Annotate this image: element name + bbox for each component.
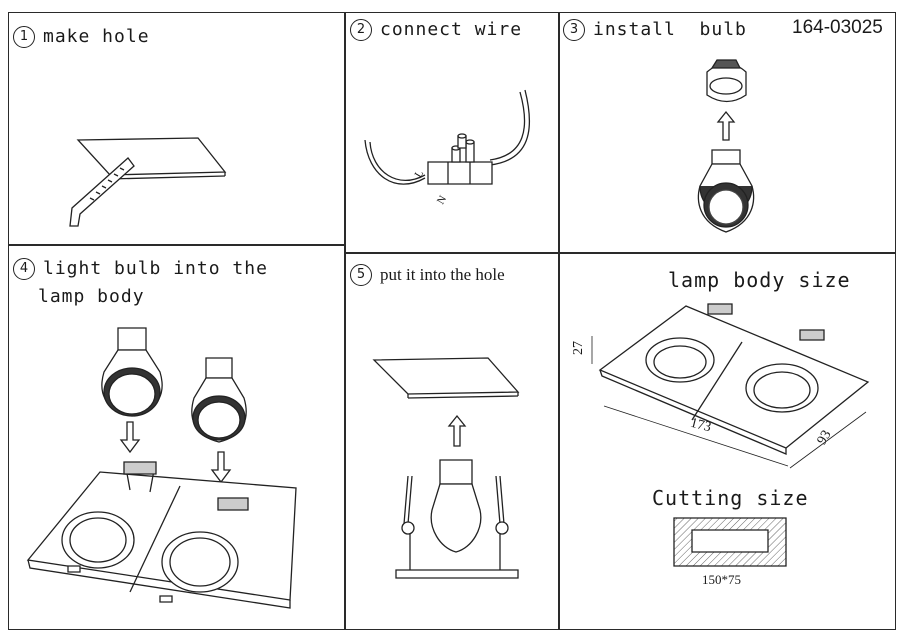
- lamp-body-size-drawing: [592, 304, 868, 468]
- step-5-number: 5: [350, 264, 372, 286]
- step-3-caption: 3 install bulb: [563, 19, 747, 41]
- step-2-number: 2: [350, 19, 372, 41]
- product-code: 164-03025: [792, 17, 883, 38]
- panel-connect-wire: [344, 12, 560, 254]
- step-1-caption: 1 make hole: [13, 26, 150, 48]
- panel-into-hole: [344, 252, 560, 630]
- step-4-caption-line2: lamp body: [38, 286, 145, 307]
- step-2-caption: 2 connect wire: [350, 19, 522, 41]
- step-5-label: put it into the hole: [380, 265, 505, 284]
- cutting-size-title: Cutting size: [652, 486, 809, 510]
- step-1-number: 1: [13, 26, 35, 48]
- cutting-size-drawing: [674, 518, 786, 566]
- step-3-label: install bulb: [593, 19, 747, 40]
- step-4-number: 4: [13, 258, 35, 280]
- fixture-into-hole-illustration: [374, 358, 518, 578]
- panel-make-hole: [8, 12, 346, 246]
- panel-bulb-into-body: [8, 244, 346, 630]
- step-4-caption: 4 light bulb into the: [13, 258, 268, 280]
- socket-and-bulb-illustration: [698, 60, 753, 232]
- board-with-saw-illustration: [70, 138, 225, 226]
- step-4-label-line1: light bulb into the: [43, 258, 268, 279]
- step-2-label: connect wire: [380, 19, 523, 40]
- step-3-number: 3: [563, 19, 585, 41]
- step-1-label: make hole: [43, 26, 150, 47]
- terminal-block-illustration: [365, 90, 529, 184]
- double-frame-assembly-illustration: [28, 328, 296, 608]
- step-5-caption: 5 put it into the hole: [350, 264, 505, 286]
- lamp-body-size-title: lamp body size: [668, 268, 851, 292]
- cutting-size-value: 150*75: [702, 572, 741, 587]
- panel-install-bulb: [558, 12, 896, 254]
- panel-lamp-size: [558, 252, 896, 630]
